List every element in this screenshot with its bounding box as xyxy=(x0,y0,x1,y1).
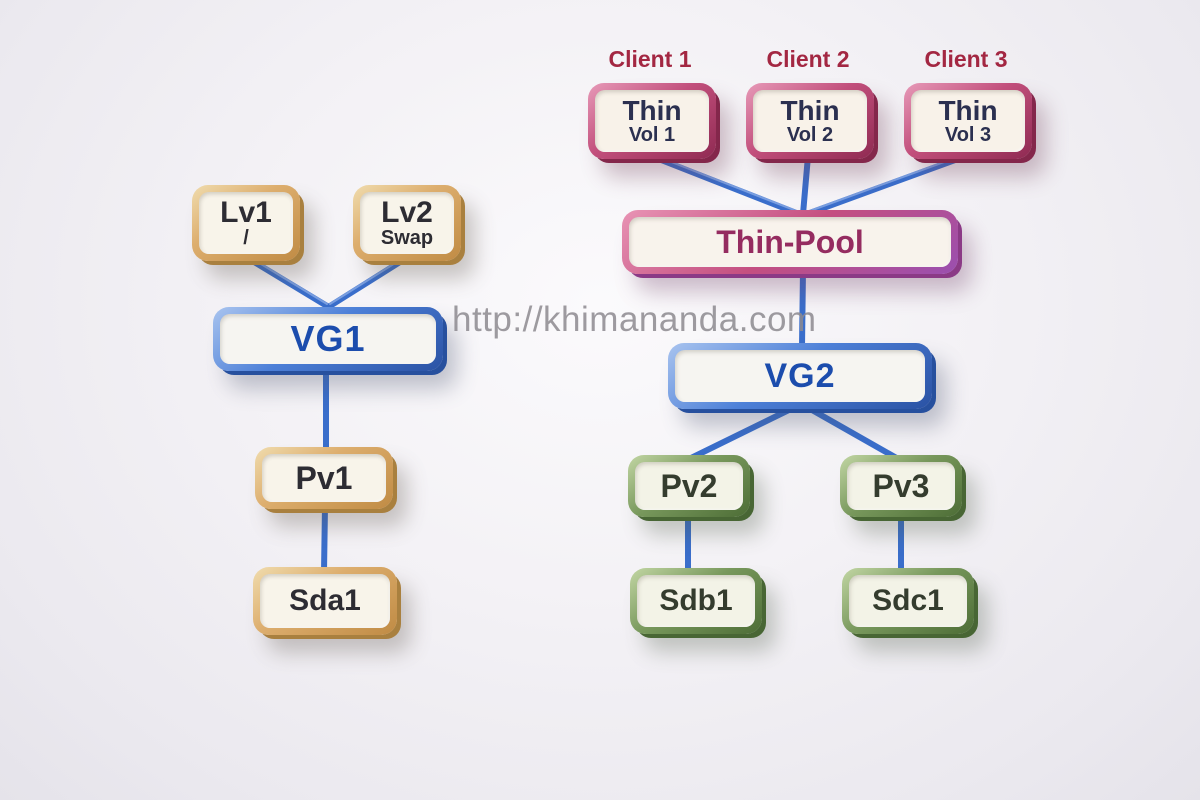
node-thin-pool-label: Thin-Pool xyxy=(716,223,864,260)
connector-tv1-pool xyxy=(648,153,802,217)
node-thin-vol-3-sublabel: Vol 3 xyxy=(944,124,992,147)
node-thin-pool: Thin-Pool xyxy=(622,210,958,274)
node-thin-vol-3-label: Thin xyxy=(938,94,998,126)
connector-vg2-pv2 xyxy=(684,403,800,463)
connector-highlight xyxy=(329,254,409,305)
node-thin-vol-2-label: Thin xyxy=(780,94,840,126)
node-lv2: Lv2 Swap xyxy=(353,185,461,261)
connector-vg2-pv3 xyxy=(802,403,903,463)
connector-tv2-pool xyxy=(800,153,811,217)
node-thin-vol-1: Thin Vol 1 xyxy=(588,83,716,159)
node-lv2-label: Lv2 xyxy=(381,195,433,229)
node-pv2-label: Pv2 xyxy=(660,467,718,504)
node-sda1-label: Sda1 xyxy=(289,583,361,617)
node-lv2-sublabel: Swap xyxy=(380,227,434,250)
node-pv1: Pv1 xyxy=(255,447,393,509)
client-1-label: Client 1 xyxy=(608,46,692,72)
node-thin-vol-1-label: Thin xyxy=(622,94,682,126)
node-sdb1: Sdb1 xyxy=(630,568,762,634)
connector-lv2-vg1 xyxy=(327,254,411,309)
client-3-label: Client 3 xyxy=(924,46,1008,72)
node-lv1-sublabel: / xyxy=(243,227,249,250)
connector-highlight xyxy=(806,153,967,213)
client-2-label: Client 2 xyxy=(766,46,850,72)
node-pv1-label: Pv1 xyxy=(295,459,353,496)
node-pv2: Pv2 xyxy=(628,455,750,517)
node-lv1-label: Lv1 xyxy=(220,195,272,229)
node-vg2-label: VG2 xyxy=(764,356,836,395)
connector-lv1-vg1 xyxy=(243,254,330,309)
connector-pool-vg2 xyxy=(799,267,806,350)
connector-tv3-pool xyxy=(804,153,969,217)
node-pv3-label: Pv3 xyxy=(872,467,930,504)
node-thin-vol-2-sublabel: Vol 2 xyxy=(786,124,834,147)
node-vg2: VG2 xyxy=(668,343,932,409)
connector-highlight xyxy=(650,153,800,213)
node-thin-vol-1-sublabel: Vol 1 xyxy=(628,124,676,147)
node-vg1-label: VG1 xyxy=(290,317,366,359)
node-sdc1: Sdc1 xyxy=(842,568,974,634)
connector-pv1-sda1 xyxy=(321,503,328,575)
watermark-url: http://khimananda.com xyxy=(452,300,817,339)
node-sda1: Sda1 xyxy=(253,567,397,635)
node-sdb1-label: Sdb1 xyxy=(659,583,733,617)
node-lv1: Lv1 / xyxy=(192,185,300,261)
node-vg1: VG1 xyxy=(213,307,443,371)
node-pv3: Pv3 xyxy=(840,455,962,517)
node-sdc1-label: Sdc1 xyxy=(872,583,944,617)
node-thin-vol-3: Thin Vol 3 xyxy=(904,83,1032,159)
connector-highlight xyxy=(245,254,328,305)
node-thin-vol-2: Thin Vol 2 xyxy=(746,83,874,159)
